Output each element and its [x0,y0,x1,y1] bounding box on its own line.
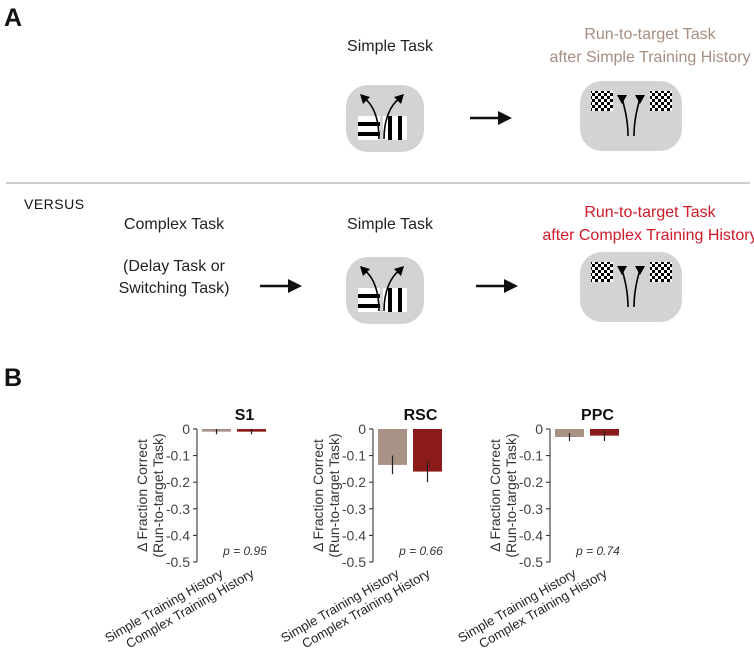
row2-result-label-line2: after Complex Training History [542,227,754,244]
simple-task-maze-icon [358,266,407,312]
y-axis-label: Δ Fraction Correct [487,439,503,552]
complex-task-label: Complex Task [123,216,225,233]
y-axis-label: (Run-to-target Task) [503,433,519,557]
y-tick-label: -0.2 [166,474,190,490]
row2-simple-task-label: Simple Task [347,216,433,233]
y-tick-label: -0.1 [342,448,366,464]
row1-result-label-line2: after Simple Training History [549,49,751,66]
y-tick-label: -0.4 [166,527,190,543]
y-tick-label: -0.2 [342,474,366,490]
y-tick-label: 0 [358,421,366,437]
row1-arrow [470,108,512,133]
run-to-target-maze-icon [591,91,672,137]
y-axis-label: Δ Fraction Correct [310,439,326,552]
y-tick-label: 0 [535,421,543,437]
simple-task-maze-icon [358,94,407,140]
y-axis-label: (Run-to-target Task) [326,433,342,557]
row-divider [6,182,750,184]
y-tick-label: -0.3 [166,501,190,517]
row1-simple-task-label: Simple Task [347,38,433,55]
chart-title: S1 [235,407,255,424]
p-value-annotation: p = 0.95 [222,544,267,558]
chart-title: PPC [581,407,614,424]
run-to-target-maze-icon [591,262,672,308]
p-value-annotation: p = 0.74 [575,544,620,558]
panel-b-letter: B [4,364,23,392]
row2-arrow-1 [260,276,302,301]
y-axis-label: (Run-to-target Task) [150,433,166,557]
y-tick-label: 0 [182,421,190,437]
row2-run-to-target-icon [580,252,682,322]
complex-sub-line1: (Delay Task or [123,258,225,275]
chart-title: RSC [404,407,438,424]
row1-result-label-line1: Run-to-target Task [584,26,716,43]
y-tick-label: -0.1 [166,448,190,464]
versus-label: VERSUS [24,196,85,212]
y-axis-label: Δ Fraction Correct [134,439,150,552]
y-tick-label: -0.3 [342,501,366,517]
p-value-annotation: p = 0.66 [398,544,443,558]
y-tick-label: -0.4 [519,527,543,543]
y-tick-label: -0.3 [519,501,543,517]
row2-simple-task-icon [346,257,424,324]
panel-a-letter: A [4,4,23,32]
y-tick-label: -0.5 [342,554,366,570]
row2-arrow-2 [476,276,518,301]
y-tick-label: -0.5 [519,554,543,570]
y-tick-label: -0.4 [342,527,366,543]
complex-sub-line2: Switching Task) [118,280,230,297]
y-tick-label: -0.1 [519,448,543,464]
y-tick-label: -0.5 [166,554,190,570]
row1-simple-task-icon [346,85,424,152]
y-tick-label: -0.2 [519,474,543,490]
row1-run-to-target-icon [580,81,682,151]
row2-result-label-line1: Run-to-target Task [584,204,716,221]
